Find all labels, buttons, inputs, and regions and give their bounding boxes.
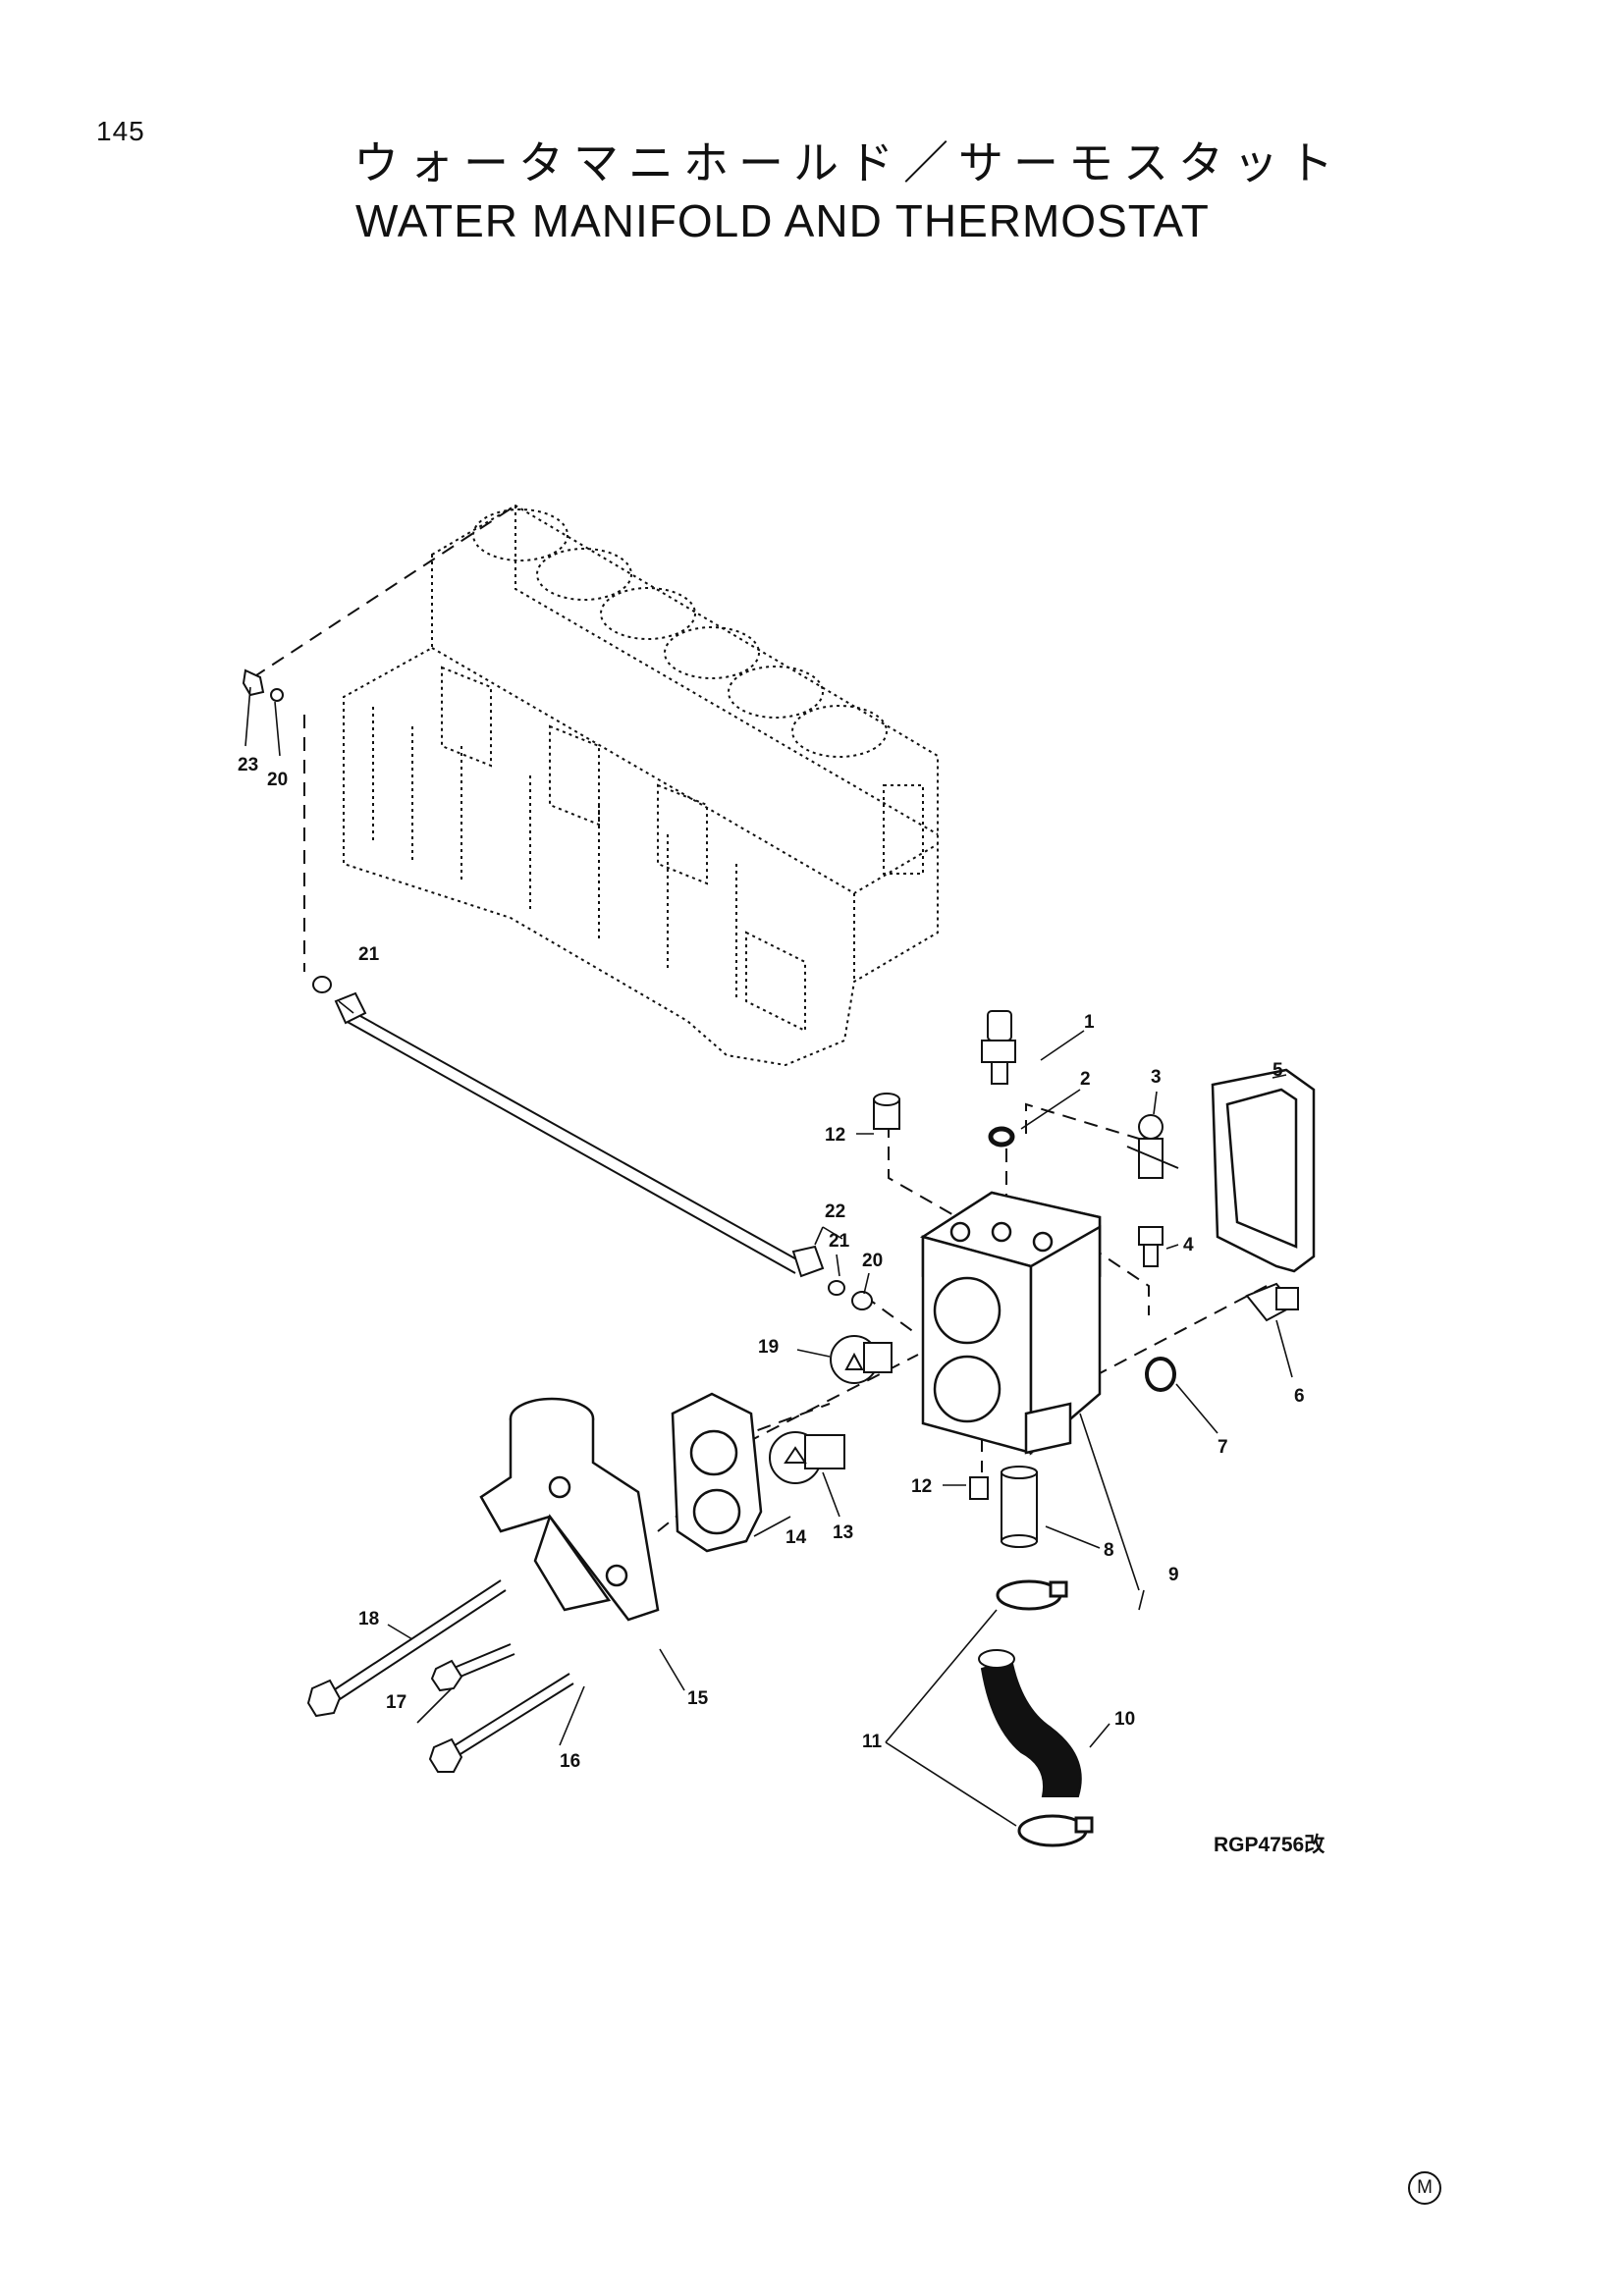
temperature-sender bbox=[981, 1010, 1016, 1085]
callout-6: 6 bbox=[1294, 1386, 1305, 1407]
o-ring-7 bbox=[1145, 1357, 1176, 1392]
sleeve-8 bbox=[1001, 1466, 1038, 1548]
callout-numbers: 1 2 3 4 5 6 7 8 9 10 11 12 12 13 14 15 1… bbox=[238, 755, 1305, 1772]
callout-3: 3 bbox=[1151, 1067, 1162, 1088]
thermostat-13 bbox=[769, 1431, 845, 1484]
callout-18: 18 bbox=[358, 1609, 379, 1629]
callout-23: 23 bbox=[238, 755, 258, 775]
hose-clamp-upper bbox=[996, 1579, 1068, 1611]
manifold-body bbox=[919, 1191, 1102, 1456]
engine-block-outline bbox=[343, 504, 939, 1067]
plug-12-bottom bbox=[969, 1476, 989, 1500]
page-title-english: WATER MANIFOLD AND THERMOSTAT bbox=[355, 195, 1210, 246]
callout-13: 13 bbox=[833, 1522, 853, 1543]
gasket-14 bbox=[671, 1392, 763, 1553]
callout-4: 4 bbox=[1183, 1235, 1194, 1255]
hose-10 bbox=[980, 1657, 1082, 1797]
top-fittings bbox=[242, 668, 284, 702]
switch-3 bbox=[1126, 1114, 1179, 1179]
adapter-6 bbox=[1245, 1282, 1299, 1322]
page-title-japanese: ウォータマニホールド／サーモスタット bbox=[353, 136, 1343, 189]
callout-5: 5 bbox=[1272, 1060, 1283, 1081]
callout-9: 9 bbox=[1168, 1565, 1179, 1585]
plug-4 bbox=[1138, 1226, 1164, 1267]
callout-17: 17 bbox=[386, 1692, 406, 1713]
corner-mark: M bbox=[1408, 2171, 1441, 2205]
callout-12-top: 12 bbox=[825, 1125, 845, 1146]
callout-11: 11 bbox=[862, 1732, 883, 1752]
callout-19: 19 bbox=[758, 1337, 779, 1358]
callout-16: 16 bbox=[560, 1751, 580, 1772]
callout-20-right: 20 bbox=[862, 1251, 883, 1271]
bolt-16 bbox=[428, 1673, 574, 1773]
water-outlet-15 bbox=[479, 1397, 660, 1622]
bolt-17 bbox=[430, 1643, 515, 1692]
callout-21-left: 21 bbox=[358, 944, 380, 965]
callout-2: 2 bbox=[1080, 1069, 1091, 1090]
callout-15: 15 bbox=[687, 1688, 709, 1709]
callout-lines bbox=[244, 686, 1293, 1827]
callout-8: 8 bbox=[1104, 1540, 1114, 1561]
drawing-reference-code: RGP4756改 bbox=[1214, 1833, 1326, 1856]
washer-2 bbox=[988, 1126, 1015, 1148]
callout-20-top: 20 bbox=[267, 770, 288, 790]
assembly-leader-lines bbox=[252, 505, 1268, 1532]
bolt-18 bbox=[306, 1579, 507, 1718]
banjo-fittings bbox=[828, 1280, 873, 1310]
callout-10: 10 bbox=[1114, 1709, 1135, 1730]
plug-12-top bbox=[873, 1093, 900, 1130]
thermostat-19 bbox=[830, 1335, 893, 1384]
hose-clamp-lower bbox=[1017, 1814, 1094, 1847]
callout-1: 1 bbox=[1084, 1012, 1095, 1033]
page-number: 145 bbox=[96, 116, 145, 146]
hose-10-end bbox=[978, 1649, 1015, 1669]
callout-22: 22 bbox=[825, 1201, 845, 1222]
callout-14: 14 bbox=[785, 1527, 807, 1548]
water-pipe bbox=[312, 976, 825, 1278]
gasket-5 bbox=[1211, 1068, 1316, 1273]
callout-12-bottom: 12 bbox=[911, 1476, 932, 1497]
callout-21-right: 21 bbox=[829, 1231, 850, 1252]
callout-7: 7 bbox=[1218, 1437, 1228, 1458]
